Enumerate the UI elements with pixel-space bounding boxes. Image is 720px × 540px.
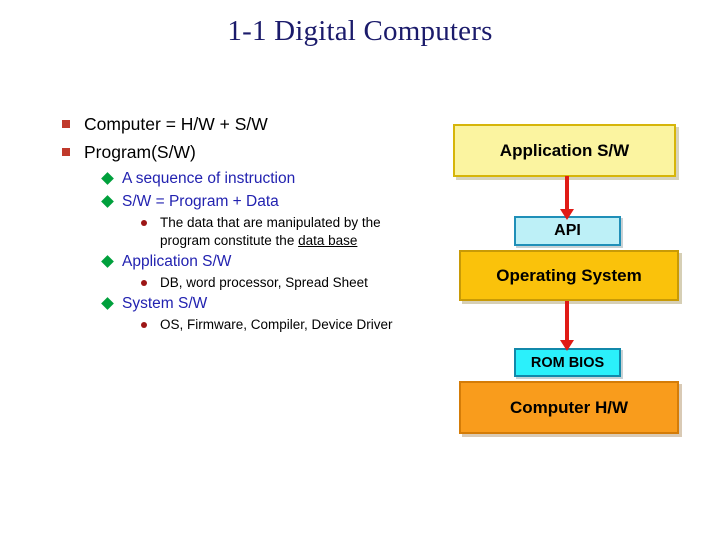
list-item-label: Application S/W [122,253,232,270]
list-item: Computer = H/W + S/W [62,112,442,137]
diamond-bullet-icon [101,251,122,268]
list-item-underlined-text: data base [298,233,358,248]
list-item: S/W = Program + Data [101,191,442,213]
layer-stack-diagram: Application S/W API Operating System ROM… [440,112,700,452]
diagram-box-operating-system: Operating System [459,250,679,301]
diagram-box-label: Operating System [496,265,642,285]
list-item: DB, word processor, Spread Sheet [140,274,442,292]
diagram-box-label: API [554,222,581,239]
dot-bullet-icon [140,316,160,328]
square-bullet-icon [62,112,84,128]
list-item-label: S/W = Program + Data [122,193,279,210]
list-item: The data that are manipulated by the pro… [140,214,442,250]
diamond-bullet-icon [101,168,122,185]
bullet-list: Computer = H/W + S/W Program(S/W) A sequ… [62,112,442,335]
list-item-label: Program(S/W) [84,142,196,162]
diamond-bullet-icon [101,191,122,208]
list-item: A sequence of instruction [101,168,442,190]
diagram-box-label: Application S/W [499,140,630,160]
list-item: Application S/W [101,251,442,273]
square-bullet-icon [62,140,84,156]
list-item: OS, Firmware, Compiler, Device Driver [140,316,442,334]
diagram-box-rom-bios: ROM BIOS [514,348,621,377]
list-item-label: Computer = H/W + S/W [84,114,268,134]
dot-bullet-icon [140,214,160,226]
list-item-label: OS, Firmware, Compiler, Device Driver [160,317,393,332]
diagram-box-computer-hw: Computer H/W [459,381,679,434]
arrow-down-icon-os-to-rombios [560,301,574,351]
diagram-box-label: ROM BIOS [530,354,605,371]
list-item: System S/W [101,293,442,315]
diagram-box-application-sw: Application S/W [453,124,676,177]
diamond-bullet-icon [101,293,122,310]
dot-bullet-icon [140,274,160,286]
list-item-text: The data that are manipulated by the pro… [160,215,381,248]
list-item-label: DB, word processor, Spread Sheet [160,275,368,290]
diagram-box-label: Computer H/W [509,397,629,417]
list-item-label: The data that are manipulated by the pro… [160,214,432,250]
arrow-down-icon-app-to-api [560,176,574,221]
page-title: 1-1 Digital Computers [227,15,493,47]
list-item-label: System S/W [122,295,208,312]
list-item-label: A sequence of instruction [122,170,296,187]
list-item: Program(S/W) [62,140,442,165]
